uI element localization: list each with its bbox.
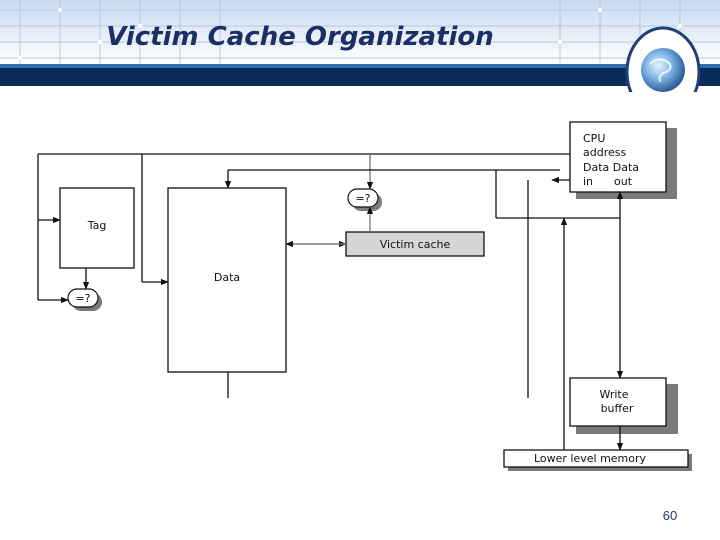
write-buffer-label-2: buffer	[601, 402, 634, 415]
slide-title: Victim Cache Organization	[106, 22, 494, 52]
cpu-box: CPU address Data Data in out	[569, 121, 677, 199]
write-buffer: Write buffer	[569, 377, 678, 434]
victim-cache-label: Victim cache	[380, 238, 451, 251]
victim-cache: Victim cache	[345, 231, 485, 257]
cpu-data-label: Data Data	[583, 161, 639, 174]
cpu-address-label: address	[583, 146, 626, 159]
cpu-in-out-label: in out	[583, 175, 633, 188]
lower-level-memory: Lower level memory	[503, 449, 692, 471]
lower-level-memory-label: Lower level memory	[534, 452, 647, 465]
data-label: Data	[214, 271, 240, 284]
tag-array: Tag	[59, 187, 135, 269]
header-background	[0, 0, 720, 92]
write-buffer-label-1: Write	[599, 388, 628, 401]
page-number: 60	[662, 508, 678, 523]
comparator-tag-label: =?	[75, 292, 90, 305]
comparator-victim: =?	[347, 188, 382, 211]
comparator-tag: =?	[67, 288, 102, 311]
comparator-victim-label: =?	[355, 192, 370, 205]
tag-label: Tag	[87, 219, 107, 232]
cpu-label: CPU	[583, 132, 605, 145]
globe-logo-icon	[625, 26, 701, 92]
data-array: Data	[167, 187, 287, 373]
slide-header: Victim Cache Organization	[0, 0, 720, 92]
wires	[37, 153, 624, 451]
